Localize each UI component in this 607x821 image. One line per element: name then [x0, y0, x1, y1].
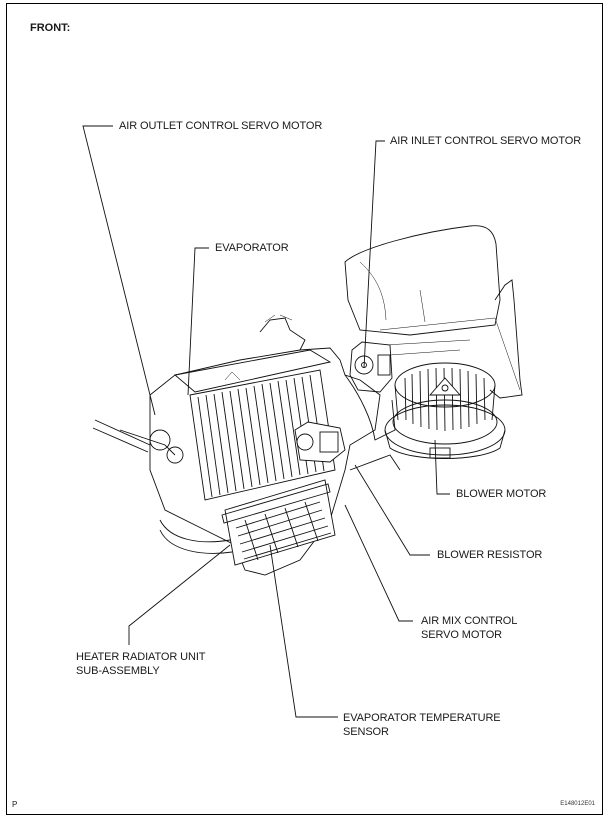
figure-id: E148012E01 [560, 801, 595, 807]
refrigerant-pipes [92, 419, 184, 464]
callout-text-line2: SERVO MOTOR [421, 629, 503, 641]
callout-blower-resistor: BLOWER RESISTOR [437, 548, 542, 562]
page-code: P [12, 800, 18, 809]
leader-lines [82, 125, 450, 718]
leader-air-outlet-servo [82, 125, 156, 416]
duct-connector [344, 374, 401, 471]
leader-evaporator [187, 247, 209, 396]
blower-motor-drawing [384, 362, 506, 459]
evaporator-core-drawing [189, 369, 336, 501]
leader-blower-resistor [354, 464, 430, 556]
callout-text-line1: EVAPORATOR TEMPERATURE [343, 712, 501, 724]
callout-air-inlet-control-servo-motor: AIR INLET CONTROL SERVO MOTOR [390, 134, 581, 148]
callout-text: AIR INLET CONTROL SERVO MOTOR [390, 135, 582, 147]
callout-text-line2: SENSOR [343, 726, 389, 738]
callout-blower-motor: BLOWER MOTOR [456, 487, 546, 501]
callout-text: EVAPORATOR [215, 242, 289, 254]
diagram-frame [6, 3, 603, 815]
callout-heater-radiator-unit-sub-assembly: HEATER RADIATOR UNIT SUB-ASSEMBLY [76, 650, 206, 678]
leader-blower-motor [434, 439, 450, 495]
callout-evaporator-temperature-sensor: EVAPORATOR TEMPERATURE SENSOR [343, 711, 501, 739]
callout-text-line1: AIR MIX CONTROL [421, 615, 518, 627]
callout-text-line1: HEATER RADIATOR UNIT [76, 651, 206, 663]
air-inlet-servo-drawing [349, 341, 393, 393]
view-label: FRONT: [30, 22, 71, 34]
leader-air-inlet-servo [363, 140, 385, 369]
leader-evap-temp-sensor [269, 544, 338, 718]
blower-case [344, 225, 523, 399]
callout-evaporator: EVAPORATOR [215, 241, 289, 255]
air-mix-servo-drawing [294, 421, 346, 463]
callout-text: AIR OUTLET CONTROL SERVO MOTOR [119, 120, 323, 132]
callout-air-mix-control-servo-motor: AIR MIX CONTROL SERVO MOTOR [421, 614, 517, 642]
leader-air-mix-servo [344, 504, 413, 622]
callout-text: BLOWER RESISTOR [437, 549, 543, 561]
callout-air-outlet-control-servo-motor: AIR OUTLET CONTROL SERVO MOTOR [119, 119, 322, 133]
leader-heater-radiator [128, 544, 231, 645]
callout-text-line2: SUB-ASSEMBLY [76, 665, 160, 677]
heater-radiator-drawing [159, 479, 336, 566]
callout-text: BLOWER MOTOR [456, 488, 547, 500]
